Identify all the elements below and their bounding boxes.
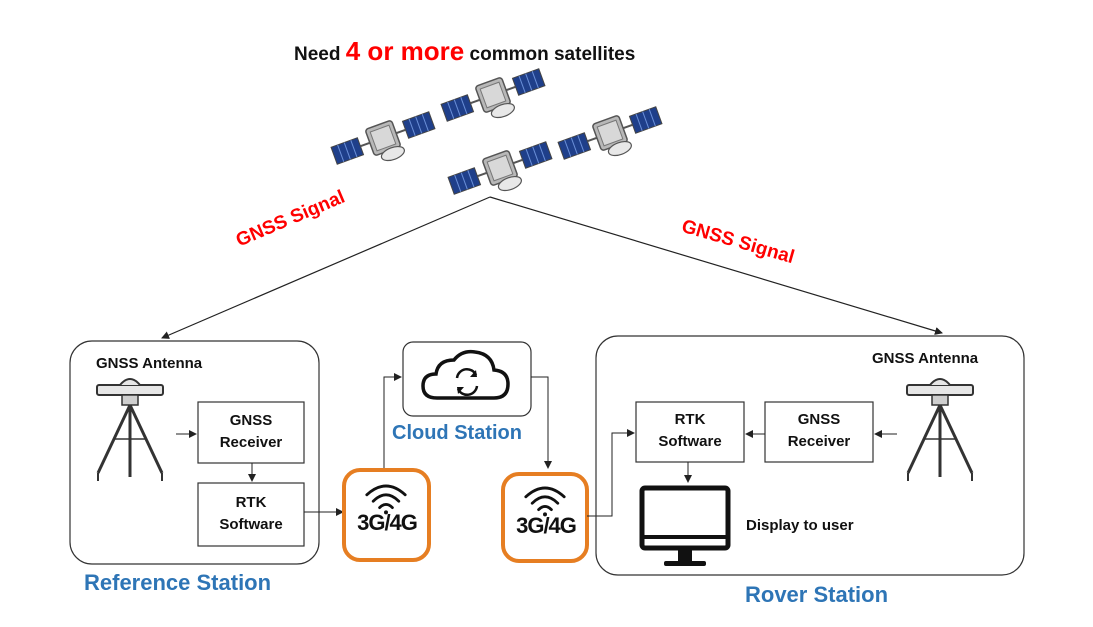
satellite-icon — [438, 63, 552, 137]
rover-software-box — [635, 401, 745, 463]
gnss-antenna-icon — [95, 377, 165, 483]
title-emphasis: 4 or more — [345, 36, 465, 66]
rover-station-box — [595, 335, 1025, 576]
rover-receiver-label: GNSS Receiver — [787, 411, 851, 450]
reference-antenna-label: GNSS Antenna — [96, 355, 203, 372]
reference-receiver-box — [197, 401, 305, 464]
network-left-label: 3G/4G — [357, 510, 418, 535]
rover-station-label: Rover Station — [745, 582, 889, 607]
rover-antenna-label: GNSS Antenna — [872, 350, 979, 367]
gnss-antenna-icon — [905, 377, 975, 483]
monitor-icon — [639, 485, 731, 566]
network-right-box — [501, 472, 589, 563]
diagram-title: Need 4 or more common satellites — [294, 36, 635, 67]
reference-software-label: RTK Software — [219, 494, 283, 533]
reference-software-box — [197, 482, 305, 547]
gnss-signal-arrow-right — [489, 196, 943, 335]
rover-receiver-box — [764, 401, 874, 463]
gnss-signal-arrow-left — [161, 196, 491, 339]
reference-station-box — [69, 340, 320, 565]
cloud-station-label: Cloud Station — [392, 422, 522, 444]
title-prefix: Need — [294, 44, 341, 65]
network-left-box — [342, 468, 431, 562]
display-to-user-label: Display to user — [746, 517, 854, 534]
satellite-icon — [555, 101, 669, 175]
reference-station-label: Reference Station — [84, 570, 272, 595]
reference-receiver-label: GNSS Receiver — [219, 412, 283, 451]
rover-software-label: RTK Software — [658, 411, 722, 450]
satellite-icon — [445, 136, 559, 210]
satellite-icon — [328, 106, 442, 180]
network-right-label: 3G/4G — [516, 513, 577, 538]
title-suffix: common satellites — [469, 44, 636, 65]
cloud-icon — [421, 349, 510, 400]
